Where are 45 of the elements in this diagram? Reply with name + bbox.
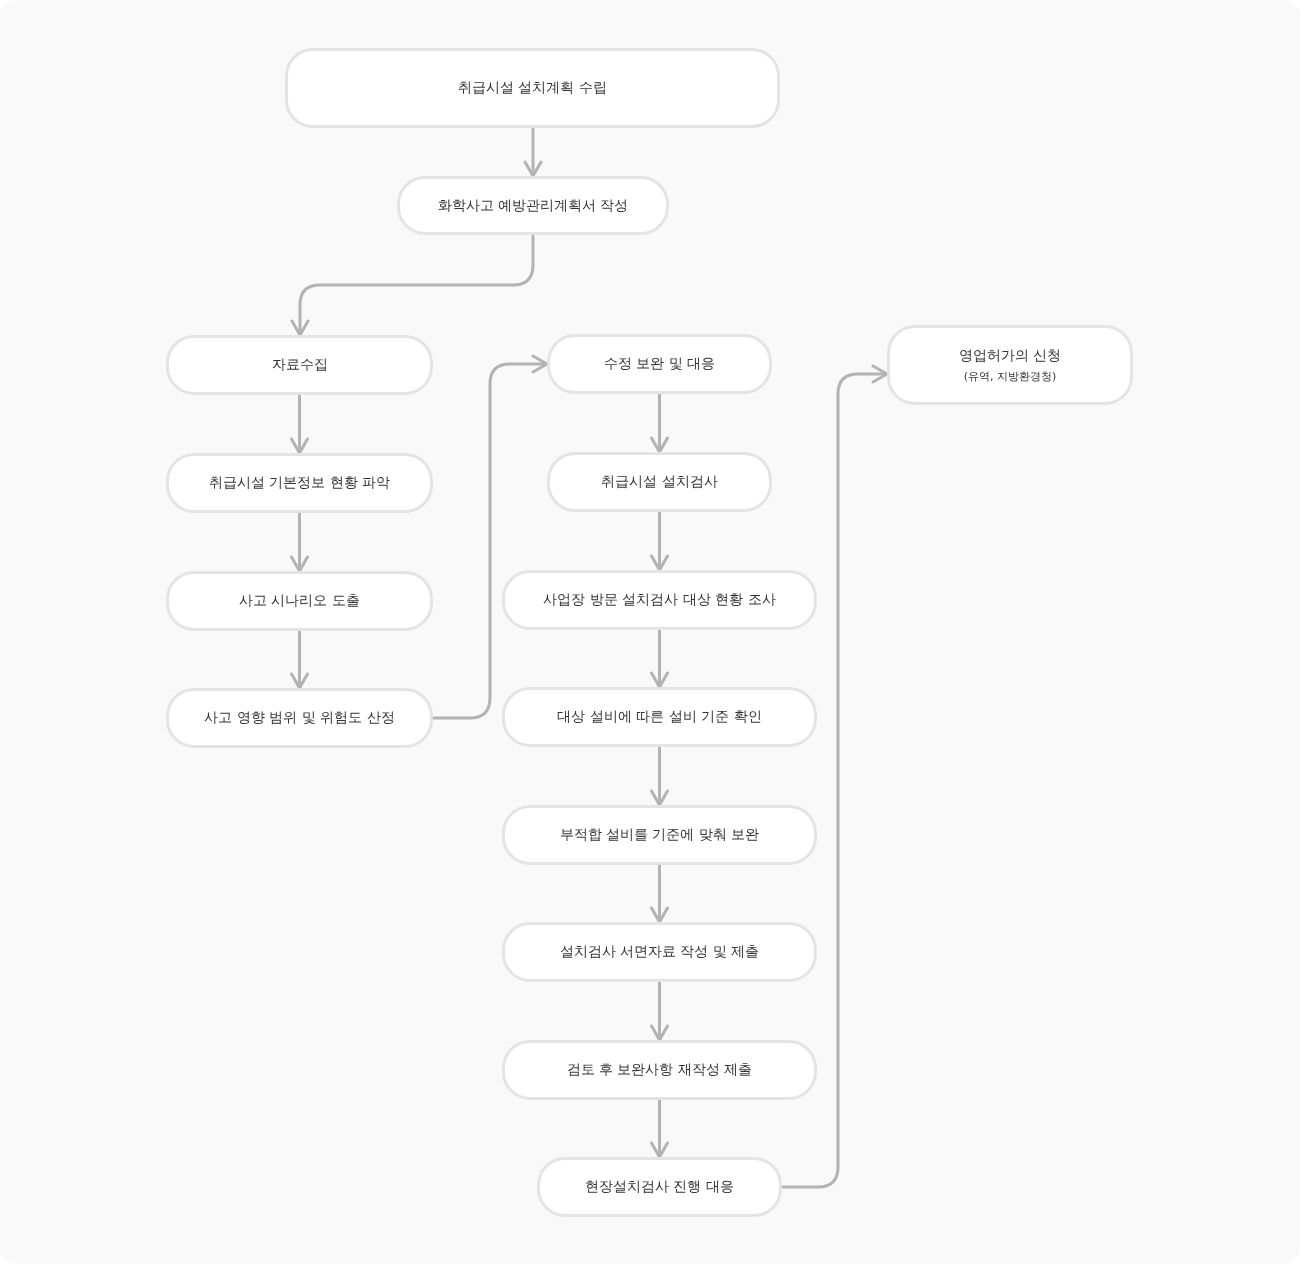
arrow — [650, 628, 669, 689]
arrow — [290, 233, 535, 337]
arrow — [650, 980, 669, 1042]
arrow — [780, 364, 889, 1189]
arrow — [290, 511, 309, 573]
arrow — [523, 126, 543, 178]
step-label: 검토 후 보완사항 재작성 제출 — [566, 1061, 753, 1079]
step-label: 자료수집 — [271, 356, 328, 374]
step-label: 취급시설 기본정보 현황 파악 — [208, 474, 391, 492]
step-label: 부적합 설비를 기준에 맞춰 보완 — [559, 826, 760, 844]
process-box — [547, 452, 772, 512]
step-label: 수정 보완 및 대응 — [603, 355, 716, 373]
process-box — [166, 453, 433, 513]
process-box — [547, 334, 772, 394]
process-box — [502, 687, 817, 747]
step-label: 대상 설비에 따른 설비 기준 확인 — [557, 708, 762, 726]
step-label: 사업장 방문 설치검사 대상 현황 조사 — [543, 591, 776, 609]
step-label: 취급시설 설치계획 수립 — [458, 79, 607, 97]
process-box — [887, 325, 1133, 405]
step-label: 취급시설 설치검사 — [601, 473, 718, 491]
step-label: 영업허가의 신청 — [958, 346, 1062, 365]
process-box — [285, 48, 780, 128]
process-box — [166, 335, 433, 395]
process-box — [502, 570, 817, 630]
process-box — [502, 922, 817, 982]
process-box — [502, 1040, 817, 1100]
step-note: (유역, 지방환경청) — [963, 368, 1057, 384]
process-box — [166, 688, 433, 748]
arrow — [650, 1098, 669, 1159]
arrow — [650, 863, 669, 924]
process-box — [397, 176, 669, 235]
arrow — [650, 510, 669, 572]
process-box — [166, 571, 433, 631]
process-box — [537, 1157, 782, 1217]
arrow — [650, 392, 669, 454]
arrow — [290, 393, 309, 455]
arrow — [290, 629, 309, 690]
arrow — [650, 745, 669, 807]
step-label: 설치검사 서면자료 작성 및 제출 — [559, 943, 760, 961]
step-label: 현장설치검사 진행 대응 — [585, 1178, 734, 1196]
step-label: 사고 영향 범위 및 위험도 산정 — [204, 709, 395, 727]
step-label: 화학사고 예방관리계획서 작성 — [437, 196, 629, 215]
process-box — [502, 805, 817, 865]
arrow — [431, 354, 549, 720]
step-label: 사고 시나리오 도출 — [239, 592, 360, 610]
